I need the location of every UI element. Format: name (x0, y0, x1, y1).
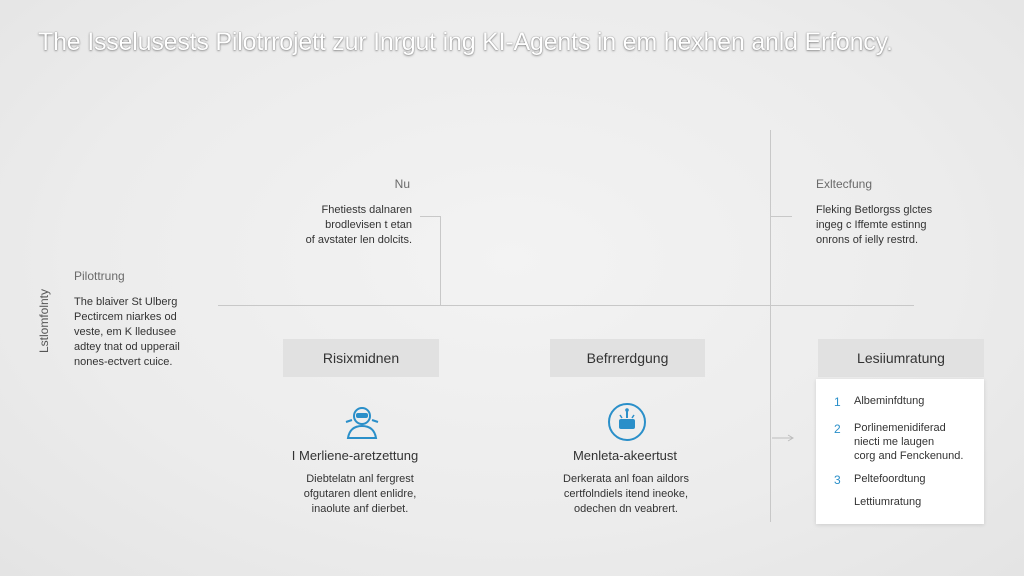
col1-body-line: inaolute anf dierbet. (311, 503, 409, 515)
list-number: 2 (834, 422, 841, 436)
list-number: 1 (834, 395, 841, 409)
main-horizontal-connector (218, 305, 914, 306)
col2-body-line: Derkerata anl foan aildors (563, 473, 689, 485)
connector-top-left-tick (420, 216, 440, 217)
box-befragung: Befrrerdgung (550, 339, 705, 377)
top-right-body-line: ingeg c Iffemte estinng (816, 219, 927, 231)
list-text-line: Porlinemenidiferad (854, 422, 946, 434)
list-text: Peltefoordtung (854, 473, 926, 485)
connector-top-left (440, 216, 441, 306)
col1-heading: I Merliene-aretzettung (291, 448, 419, 463)
left-rotated-label: Lstlomfolnty (37, 288, 51, 354)
connector-top-right-tick (770, 216, 792, 217)
col2-heading: Menleta-akeertust (572, 448, 678, 463)
list-number: 3 (834, 473, 841, 487)
pilot-body-line: nones-ectvert cuice. (74, 356, 173, 368)
pilot-body-line: The blaiver St Ulberg (74, 296, 178, 308)
pilot-body-line: veste, em K lledusee (74, 326, 177, 338)
list-text: Lettiumratung (854, 496, 922, 508)
list-item: 2 Porlinemenidiferad niecti me laugen co… (834, 420, 979, 462)
top-left-body: Fhetiests dalnaren brodlevisen t etan of… (270, 203, 412, 248)
leistung-panel: 1 Albeminfdtung 2 Porlinemenidiferad nie… (816, 379, 984, 524)
list-text-line: corg and Fenckenund. (854, 450, 964, 462)
top-right-body: Fleking Betlorgss glctes ingeg c Iffemte… (816, 203, 986, 248)
arrow-right-icon (772, 430, 796, 442)
pilot-body-line: Pectircem niarkes od (74, 311, 177, 323)
list-text: Albeminfdtung (854, 395, 925, 407)
robot-circle-icon (607, 402, 647, 442)
col1-body-line: Diebtelatn anl fergrest (306, 473, 414, 485)
top-left-body-line: of avstater len dolcits. (305, 234, 412, 246)
box-leistung: Lesiiumratung (818, 339, 984, 377)
top-left-heading: Nu (394, 177, 410, 191)
shield-person-icon (342, 402, 382, 442)
col2-body-line: odechen dn veabrert. (574, 503, 678, 515)
list-item: 1 Albeminfdtung (834, 393, 979, 411)
col1-body-line: ofgutaren dlent enlidre, (303, 488, 417, 500)
top-right-body-line: Fleking Betlorgss glctes (816, 204, 933, 216)
list-text-block: Porlinemenidiferad niecti me laugen corg… (854, 421, 984, 463)
top-right-body-line: onrons of ielly restrd. (816, 234, 919, 246)
top-right-heading: Exltecfung (816, 177, 873, 191)
pilot-body: The blaiver St Ulberg Pectircem niarkes … (74, 295, 214, 370)
connector-right-vertical (770, 130, 771, 522)
top-left-body-line: brodlevisen t etan (325, 219, 412, 231)
page-title: The Isselusests Pilotrrojett zur Inrgut … (38, 28, 893, 56)
box-risk: Risixmidnen (283, 339, 439, 377)
list-text-line: niecti me laugen (854, 436, 935, 448)
pilot-heading: Pilottrung (74, 269, 125, 283)
top-left-body-line: Fhetiests dalnaren (321, 204, 413, 216)
list-item: 3 Peltefoordtung (834, 471, 979, 489)
col2-body: Derkerata anl foan aildors certfolndiels… (538, 472, 714, 517)
pilot-body-line: adtey tnat od upperail (74, 341, 180, 353)
col2-body-line: certfolndiels itend ineoke, (563, 488, 689, 500)
col1-body: Diebtelatn anl fergrest ofgutaren dlent … (280, 472, 440, 517)
